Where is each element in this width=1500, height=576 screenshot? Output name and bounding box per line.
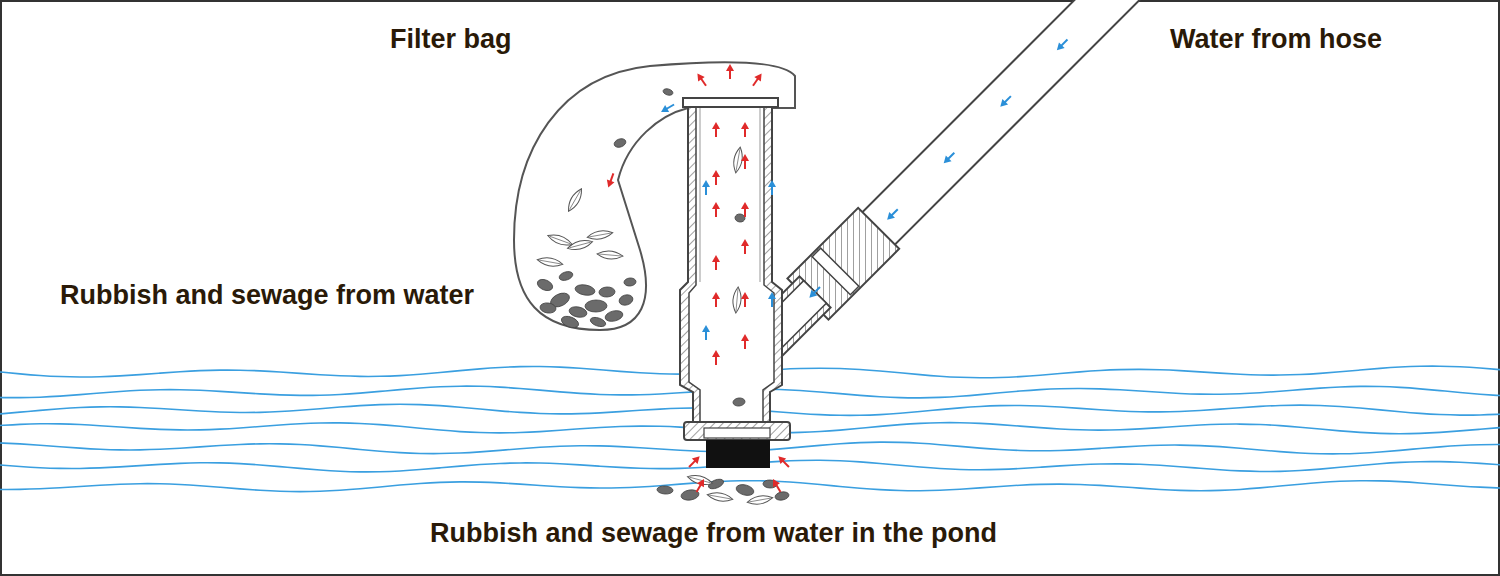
- flow-arrow: [712, 122, 720, 137]
- leaf: [546, 232, 573, 248]
- leaf: [707, 491, 734, 503]
- flow-arrow: [884, 206, 900, 222]
- stone: [574, 283, 595, 296]
- suction-tube: [680, 98, 790, 468]
- flow-arrow: [776, 454, 792, 470]
- stone: [539, 302, 556, 314]
- stone: [558, 270, 574, 282]
- leaf: [537, 256, 564, 268]
- stone: [735, 483, 755, 497]
- flow-arrow: [712, 350, 720, 365]
- leaf: [565, 187, 585, 214]
- stone: [624, 277, 637, 286]
- flow-arrow: [807, 284, 823, 300]
- flow-arrow: [741, 154, 749, 169]
- label: Rubbish and sewage from water: [60, 280, 474, 311]
- flow-arrow: [712, 170, 720, 185]
- flow-arrow: [605, 172, 618, 189]
- flow-arrow: [712, 292, 720, 307]
- flow-arrow: [741, 292, 749, 307]
- flow-arrow: [741, 202, 749, 217]
- flow-arrow: [693, 477, 707, 494]
- flow-arrow: [768, 292, 776, 307]
- flow-arrow: [750, 71, 765, 88]
- stone: [536, 277, 555, 292]
- flow-arrow: [702, 180, 710, 195]
- flow-arrow: [712, 255, 720, 270]
- stone: [560, 314, 580, 330]
- flow-arrows: [605, 37, 1071, 494]
- stone: [662, 88, 673, 97]
- stone: [733, 397, 746, 406]
- flow-arrow: [1054, 37, 1070, 53]
- flow-arrow: [702, 325, 710, 340]
- stone: [618, 293, 634, 306]
- flow-arrow: [941, 150, 957, 166]
- stone: [599, 287, 616, 298]
- flow-arrow: [659, 101, 676, 115]
- debris: [536, 88, 790, 507]
- leaf: [732, 287, 742, 314]
- flow-arrow: [741, 239, 749, 254]
- stone: [774, 491, 789, 502]
- stone: [585, 300, 607, 312]
- label: Water from hose: [1170, 24, 1382, 55]
- label: Rubbish and sewage from water in the pon…: [430, 518, 997, 549]
- stone: [735, 213, 746, 222]
- leaf: [587, 229, 614, 241]
- leaf: [747, 494, 774, 506]
- flow-arrow: [726, 64, 734, 79]
- flow-arrow: [741, 122, 749, 137]
- stone: [589, 316, 607, 329]
- stone: [657, 485, 674, 494]
- flow-arrow: [768, 180, 776, 195]
- flow-arrow: [741, 334, 749, 349]
- label: Filter bag: [390, 24, 512, 55]
- flow-arrow: [770, 477, 784, 494]
- stone: [613, 137, 627, 149]
- flow-arrow: [712, 202, 720, 217]
- stone: [604, 309, 624, 323]
- brush: [706, 440, 770, 468]
- flow-arrow: [694, 71, 709, 88]
- flow-arrow: [997, 93, 1013, 109]
- flow-arrow: [686, 454, 702, 470]
- leaf: [597, 250, 624, 260]
